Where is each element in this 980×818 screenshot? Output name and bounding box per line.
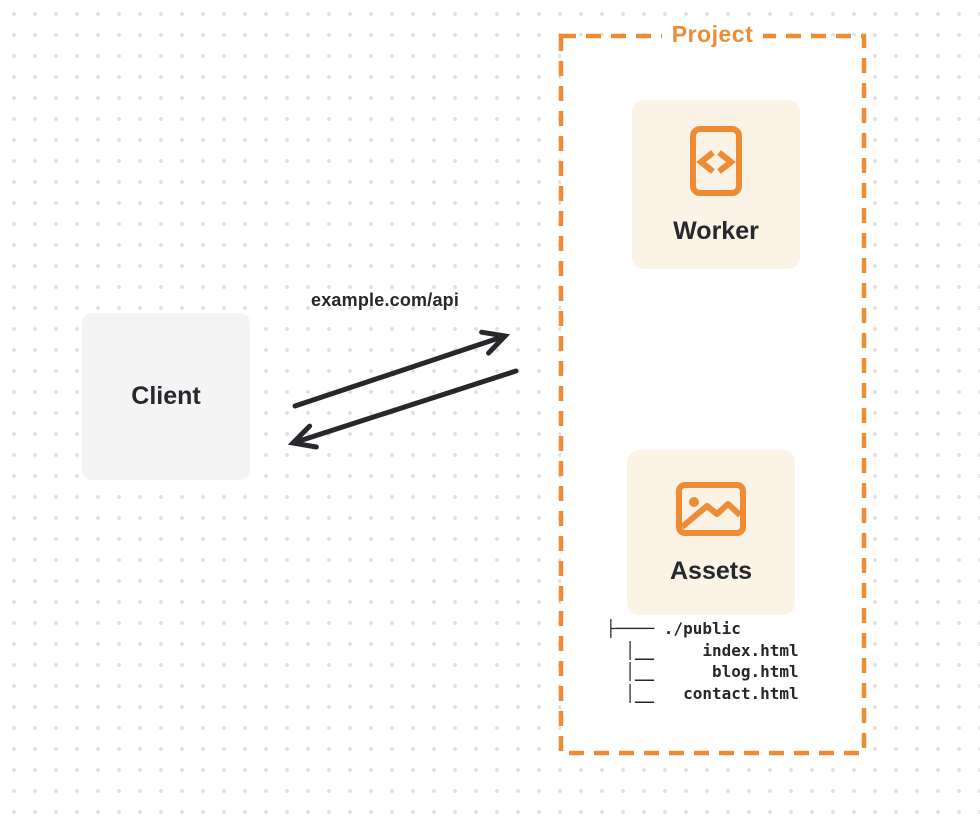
assets-label: Assets (670, 556, 752, 585)
request-url-label: example.com/api (311, 290, 460, 310)
file-tree: ├──── ./public │__ index.html │__ blog.h… (606, 618, 799, 704)
request-arrow (292, 329, 511, 409)
response-arrow (287, 368, 519, 450)
image-icon (676, 481, 746, 536)
file-tree-line-blog: │__ blog.html (606, 662, 799, 681)
worker-label: Worker (673, 216, 759, 245)
client-node: Client (82, 313, 250, 480)
project-label: Project (661, 21, 764, 48)
file-tree-line-index: │__ index.html (606, 640, 799, 660)
project-label-row: Project (561, 21, 864, 48)
client-label: Client (131, 382, 201, 410)
file-tree-line-contact: │__ contact.html (606, 683, 799, 703)
code-file-icon (690, 125, 742, 196)
assets-node: Assets (627, 450, 795, 615)
file-tree-line-public: ├──── ./public (606, 619, 741, 638)
worker-node: Worker (632, 100, 800, 269)
